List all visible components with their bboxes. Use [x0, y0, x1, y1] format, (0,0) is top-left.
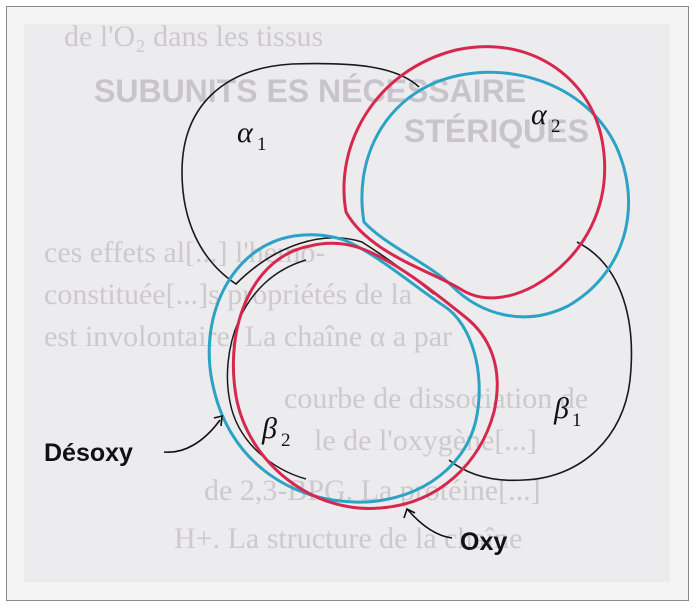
bg-text-line-1: de l'O₂ dans les tissus	[64, 24, 323, 53]
oxy-arrow	[407, 509, 453, 539]
beta2-subscript: 2	[281, 430, 291, 451]
bg-text-line-3: STÉRIQUES	[404, 113, 589, 149]
oxy-label: Oxy	[460, 528, 507, 556]
beta2-symbol: β	[261, 412, 277, 445]
beta2-deoxy-outline	[207, 233, 481, 504]
alpha2-oxy-outline	[342, 45, 607, 300]
beta1-symbol: β	[553, 392, 569, 425]
alpha2-subscript: 2	[551, 116, 561, 137]
beta1-subscript: 1	[572, 410, 582, 431]
bg-text-line-6: est involontaire. La chaîne α a par	[44, 320, 452, 353]
hemoglobin-subunit-diagram: de l'O₂ dans les tissus SUBUNITS ES NÉCE…	[44, 24, 633, 556]
bg-text-line-4: ces effets al[...] l'hémo-	[44, 236, 325, 269]
oxy-arrowhead	[403, 507, 416, 519]
alpha1-symbol: α	[237, 116, 254, 149]
alpha1-subscript: 1	[257, 134, 267, 155]
bg-text-line-2: SUBUNITS ES NÉCESSAIRE	[94, 73, 526, 109]
beta1-outline	[448, 241, 633, 482]
alpha1-outline	[181, 62, 435, 295]
beta1-label: β 1	[553, 392, 582, 431]
bg-text-line-7: courbe de dissociation de	[284, 382, 588, 415]
deoxy-arrowhead	[213, 414, 223, 427]
beta2-oxy-outline	[231, 241, 499, 510]
alpha1-label: α 1	[237, 116, 267, 155]
beta2-label: β 2	[261, 412, 291, 451]
alpha2-label: α 2	[531, 98, 561, 137]
deoxy-label: Désoxy	[44, 439, 133, 467]
alpha2-symbol: α	[531, 98, 548, 131]
background-text: de l'O₂ dans les tissus SUBUNITS ES NÉCE…	[44, 24, 589, 555]
figure-panel: de l'O₂ dans les tissus SUBUNITS ES NÉCE…	[24, 24, 670, 582]
bg-text-line-8: le de l'oxygène[...]	[314, 424, 537, 457]
bg-text-line-10: H+. La structure de la chaîne	[174, 522, 522, 555]
deoxy-arrow	[163, 419, 221, 453]
